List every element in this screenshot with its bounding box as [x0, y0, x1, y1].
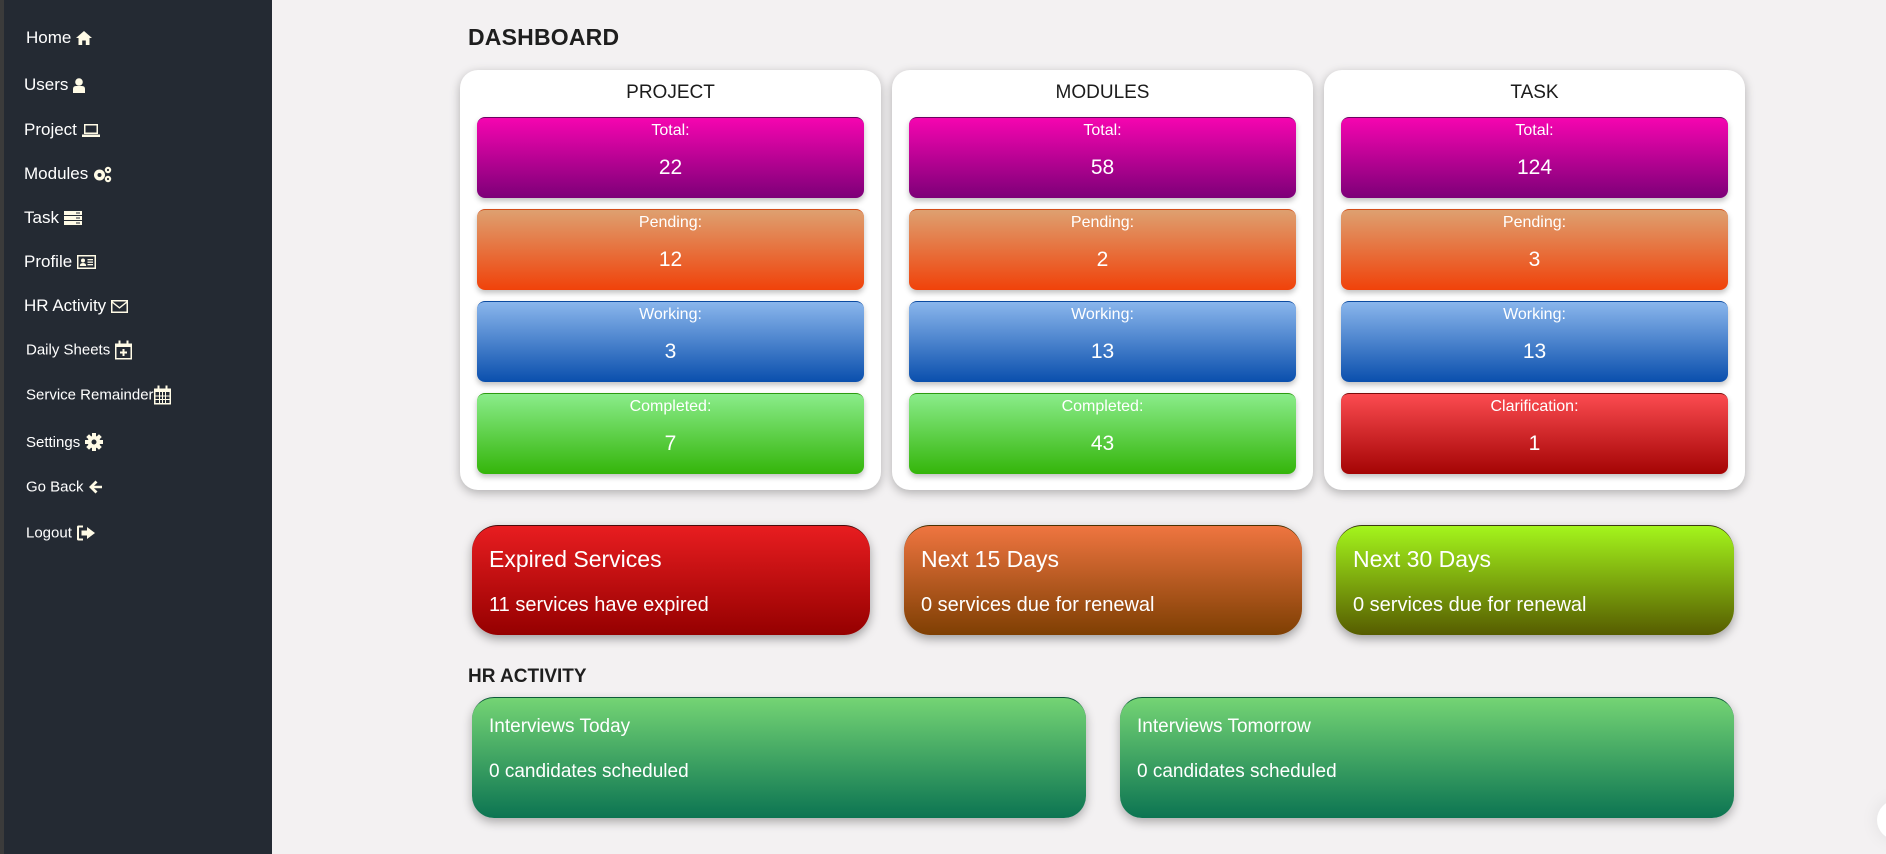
envelope-icon	[111, 299, 129, 313]
sidebar-item-task[interactable]: Task	[24, 208, 82, 228]
stat-label: Completed:	[629, 398, 712, 415]
id-card-icon	[77, 255, 97, 269]
sidebar-item-profile[interactable]: Profile	[24, 252, 97, 272]
hr-card-title: Interviews Tomorrow	[1137, 716, 1311, 737]
card-title: PROJECT	[626, 82, 715, 103]
stat-value: 43	[1090, 432, 1115, 455]
sidebar-item-label: Users	[24, 75, 69, 94]
page-title: DASHBOARD	[468, 24, 620, 50]
interviews-today-card[interactable]: Interviews Today 0 candidates scheduled	[472, 697, 1086, 818]
sidebar-item-label: Modules	[24, 164, 89, 183]
sidebar-item-label: Task	[24, 208, 59, 227]
stat-value: 13	[1522, 340, 1547, 363]
project-total-box[interactable]: Total: 22	[477, 117, 864, 198]
stat-label: Completed:	[1061, 398, 1144, 415]
modules-pending-box[interactable]: Pending: 2	[909, 209, 1296, 290]
stat-value: 2	[1096, 248, 1109, 271]
modules-total-box[interactable]: Total: 58	[909, 117, 1296, 198]
stat-value: 1	[1528, 432, 1541, 455]
task-clarification-box[interactable]: Clarification: 1	[1341, 393, 1728, 474]
modules-working-box[interactable]: Working: 13	[909, 301, 1296, 382]
task-pending-box[interactable]: Pending: 3	[1341, 209, 1728, 290]
stat-value: 58	[1090, 156, 1115, 179]
project-working-box[interactable]: Working: 3	[477, 301, 864, 382]
stat-label: Pending:	[1070, 214, 1135, 231]
hr-activity-heading: HR ACTIVITY	[468, 666, 587, 687]
sidebar-item-label: Settings	[26, 433, 81, 451]
project-completed-box[interactable]: Completed: 7	[477, 393, 864, 474]
stat-value: 3	[1528, 248, 1541, 271]
service-card-text: 0 services due for renewal	[1353, 594, 1587, 616]
hr-card-title: Interviews Today	[489, 716, 631, 737]
service-card-text: 0 services due for renewal	[921, 594, 1155, 616]
sidebar-item-settings[interactable]: Settings	[26, 433, 104, 451]
sidebar-item-label: Go Back	[26, 478, 84, 496]
task-total-box[interactable]: Total: 124	[1341, 117, 1728, 198]
service-card-text: 11 services have expired	[489, 594, 709, 616]
sidebar-item-project[interactable]: Project	[24, 120, 100, 140]
modules-stat-card: MODULES Total: 58 Pending: 2 Working: 13…	[892, 70, 1313, 490]
card-title: MODULES	[1055, 82, 1150, 103]
stat-label: Pending:	[1502, 214, 1567, 231]
sign-out-icon	[76, 525, 95, 541]
floating-action-button[interactable]	[1877, 800, 1886, 840]
stat-label: Working:	[1071, 306, 1134, 323]
gear-icon	[85, 433, 104, 451]
laptop-icon	[81, 123, 100, 137]
stat-value: 124	[1516, 156, 1553, 179]
stat-label: Working:	[639, 306, 702, 323]
stat-label: Clarification:	[1490, 398, 1579, 415]
stat-label: Working:	[1503, 306, 1566, 323]
arrow-left-icon	[88, 480, 102, 494]
sidebar-item-users[interactable]: Users	[24, 75, 86, 95]
stat-label: Pending:	[638, 214, 703, 231]
sidebar-item-label: Home	[26, 28, 72, 47]
interviews-tomorrow-card[interactable]: Interviews Tomorrow 0 candidates schedul…	[1120, 697, 1734, 818]
stat-value: 22	[658, 156, 683, 179]
calendar-icon	[153, 385, 171, 405]
service-card-title: Next 30 Days	[1353, 546, 1492, 572]
sidebar-item-label: Service Remainder	[26, 386, 154, 404]
modules-completed-box[interactable]: Completed: 43	[909, 393, 1296, 474]
stat-label: Total:	[1515, 122, 1554, 139]
service-card-title: Expired Services	[489, 546, 662, 572]
project-stat-card: PROJECT Total: 22 Pending: 12 Working: 3…	[460, 70, 881, 490]
sidebar-item-modules[interactable]: Modules	[24, 164, 112, 184]
hr-card-text: 0 candidates scheduled	[1137, 761, 1337, 782]
sidebar-item-go-back[interactable]: Go Back	[26, 479, 102, 496]
next-15-days-card[interactable]: Next 15 Days 0 services due for renewal	[904, 525, 1302, 635]
sidebar-item-label: Logout	[26, 524, 72, 542]
expired-services-card[interactable]: Expired Services 11 services have expire…	[472, 525, 870, 635]
stat-value: 3	[664, 340, 677, 363]
user-icon	[73, 77, 86, 93]
sidebar-item-label: Profile	[24, 252, 73, 271]
tasks-icon	[63, 211, 82, 225]
stat-value: 13	[1090, 340, 1115, 363]
service-card-title: Next 15 Days	[921, 546, 1060, 572]
home-icon	[76, 31, 93, 45]
stat-value: 7	[664, 432, 677, 455]
task-working-box[interactable]: Working: 13	[1341, 301, 1728, 382]
sidebar-item-label: Daily Sheets	[26, 341, 111, 359]
next-30-days-card[interactable]: Next 30 Days 0 services due for renewal	[1336, 525, 1734, 635]
sidebar-item-home[interactable]: Home	[26, 28, 93, 48]
calendar-plus-icon	[115, 340, 133, 360]
sidebar-item-label: HR Activity	[24, 296, 107, 315]
sidebar-item-daily-sheets[interactable]: Daily Sheets	[26, 340, 133, 360]
sidebar-item-logout[interactable]: Logout	[26, 525, 95, 542]
hr-card-text: 0 candidates scheduled	[489, 761, 689, 782]
sidebar-item-service-remainder[interactable]: Service Remainder	[26, 385, 171, 405]
sidebar-item-label: Project	[24, 120, 77, 139]
cogs-icon	[93, 166, 112, 183]
sidebar-item-hr-activity[interactable]: HR Activity	[24, 296, 129, 316]
stat-label: Total:	[651, 122, 690, 139]
stat-label: Total:	[1083, 122, 1122, 139]
project-pending-box[interactable]: Pending: 12	[477, 209, 864, 290]
task-stat-card: TASK Total: 124 Pending: 3 Working: 13 C…	[1324, 70, 1745, 490]
stat-value: 12	[658, 248, 683, 271]
sidebar: Home Users Project Modules Task Profile …	[0, 0, 272, 854]
card-title: TASK	[1510, 82, 1559, 103]
